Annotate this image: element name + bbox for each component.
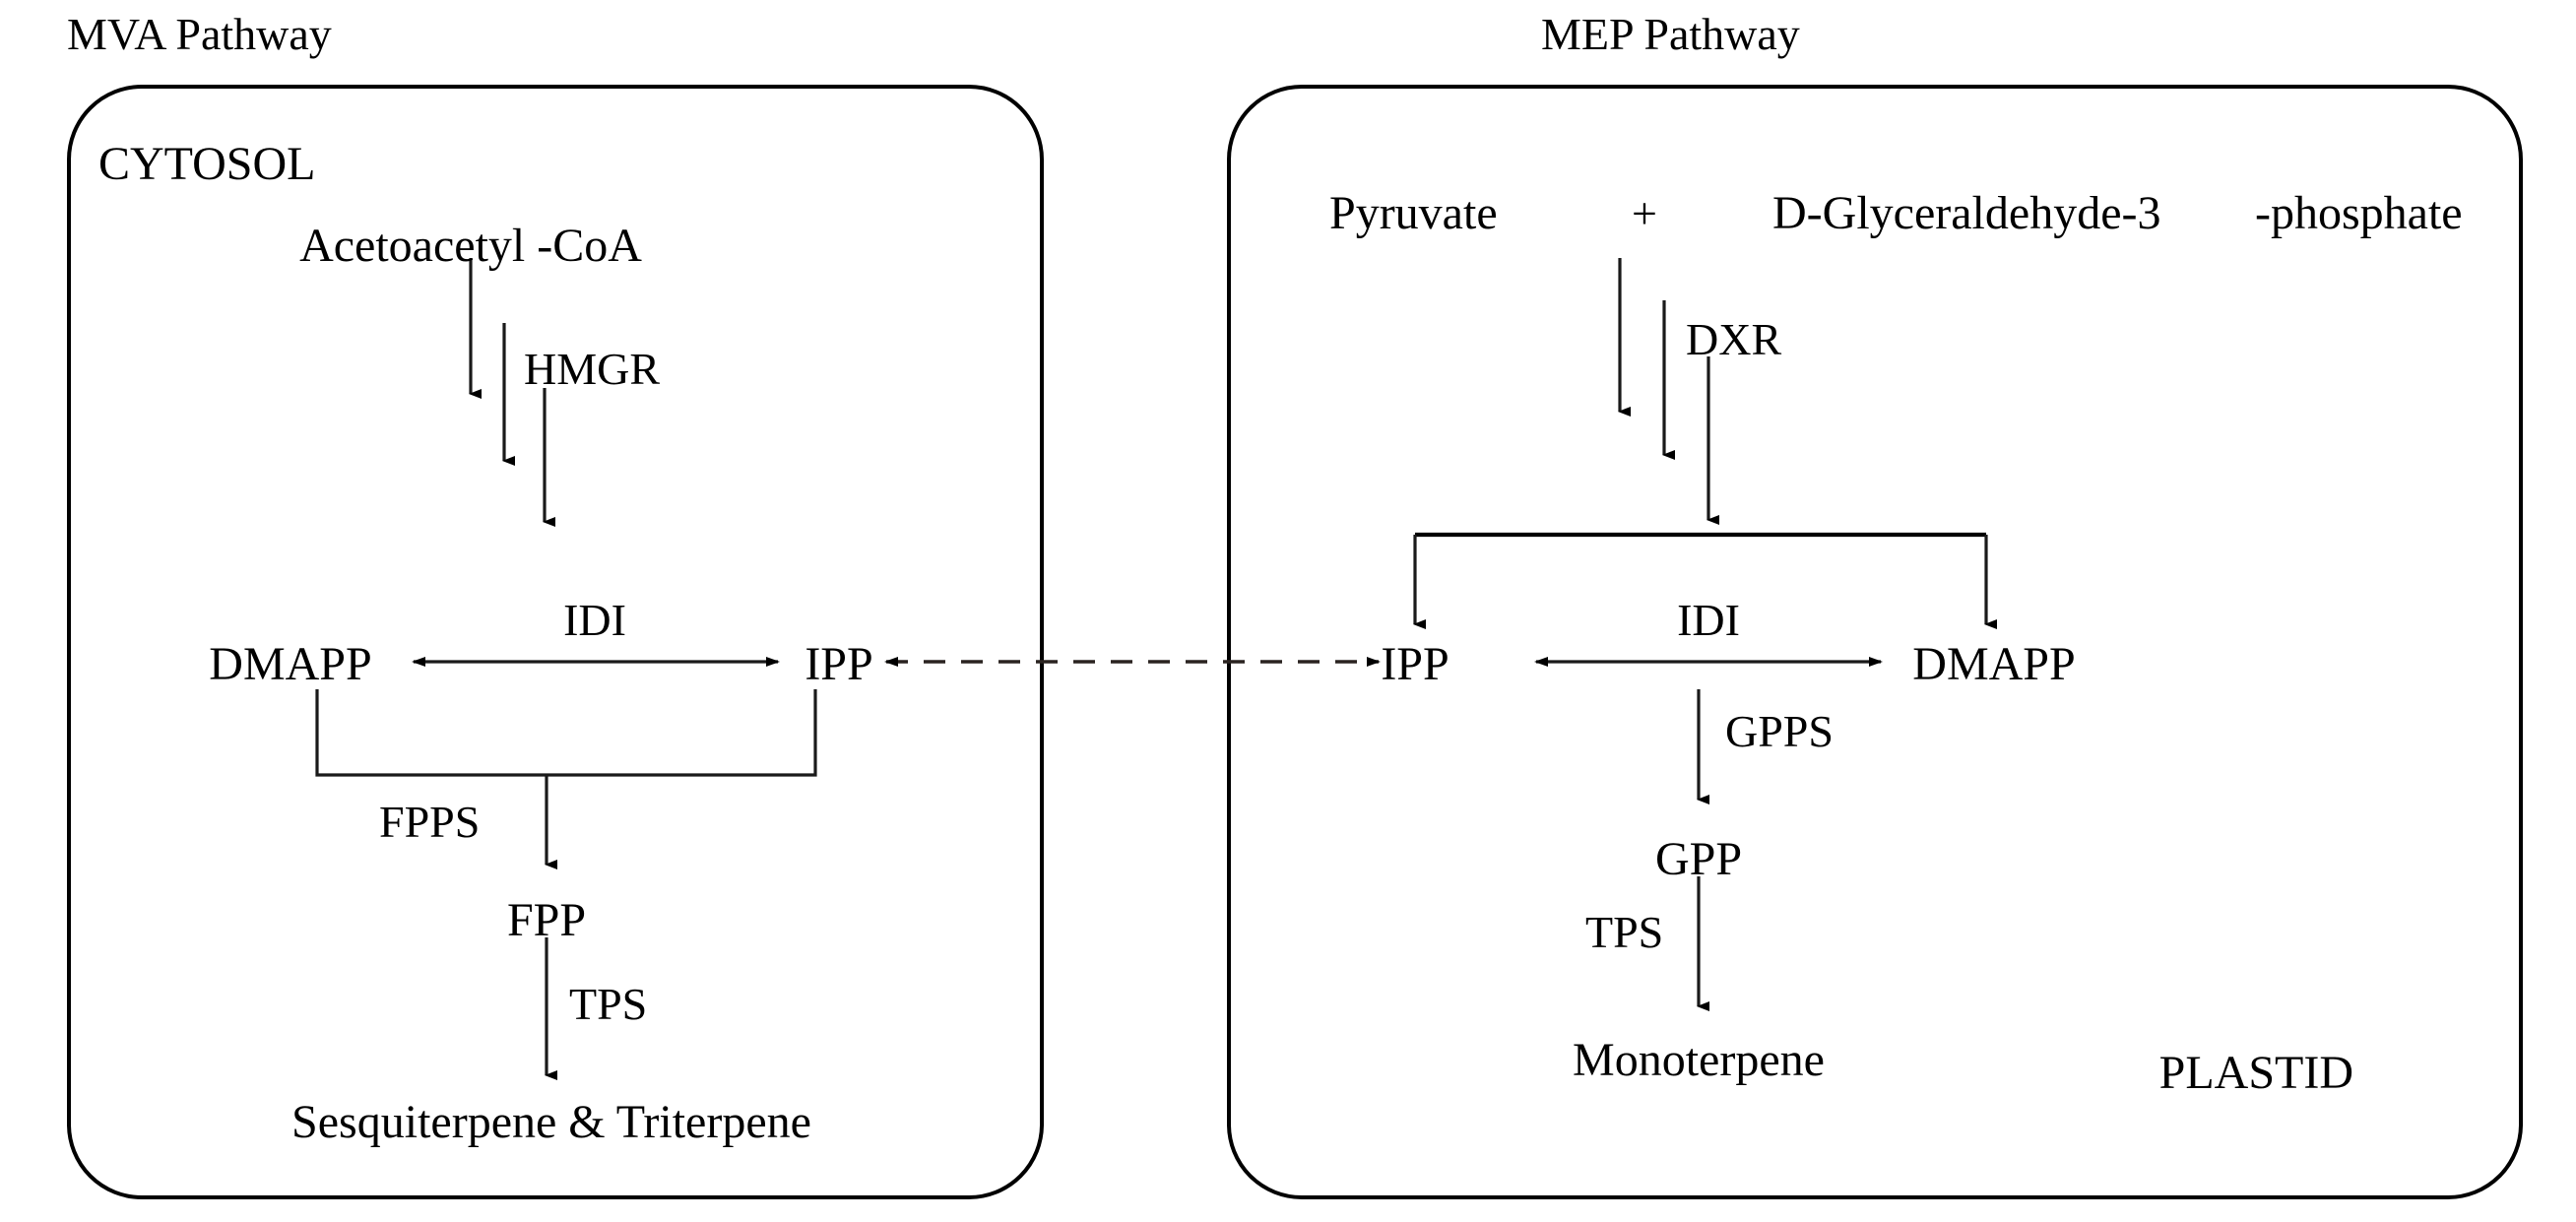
enzyme-gpps: GPPS [1725,706,1834,756]
plus-sign: + [1632,188,1657,238]
cytosol-label: CYTOSOL [98,138,315,190]
enzyme-idi-cytosol: IDI [563,595,626,645]
metabolite-acetoacetyl-coa: Acetoacetyl -CoA [299,220,642,272]
metabolite-g3p: D-Glyceraldehyde-3 [1772,187,2160,239]
metabolite-dmapp-cytosol: DMAPP [209,638,371,690]
mep-pathway-title: MEP Pathway [1541,9,1800,59]
plastid-label: PLASTID [2159,1047,2353,1099]
metabolite-ipp-plastid: IPP [1381,638,1449,690]
mva-pathway-title: MVA Pathway [67,9,332,59]
enzyme-tps-plastid: TPS [1585,907,1663,957]
metabolite-ipp-cytosol: IPP [805,638,872,690]
product-sesquiterpene-triterpene: Sesquiterpene & Triterpene [291,1096,811,1148]
metabolite-fpp: FPP [507,894,586,946]
mva-fpps-bracket [315,689,817,777]
plastid-compartment-outline [1227,85,2523,1199]
product-monoterpene: Monoterpene [1573,1034,1825,1086]
enzyme-hmgr: HMGR [524,344,660,394]
enzyme-idi-plastid: IDI [1677,595,1740,645]
enzyme-fpps: FPPS [379,797,480,847]
metabolite-pyruvate: Pyruvate [1329,187,1498,239]
enzyme-dxr: DXR [1686,314,1781,364]
cytosol-compartment-outline [67,85,1044,1199]
enzyme-tps-cytosol: TPS [569,979,647,1029]
metabolite-dmapp-plastid: DMAPP [1912,638,2075,690]
metabolite-gpp: GPP [1655,833,1742,885]
metabolite-g3p-tail: -phosphate [2255,187,2463,239]
